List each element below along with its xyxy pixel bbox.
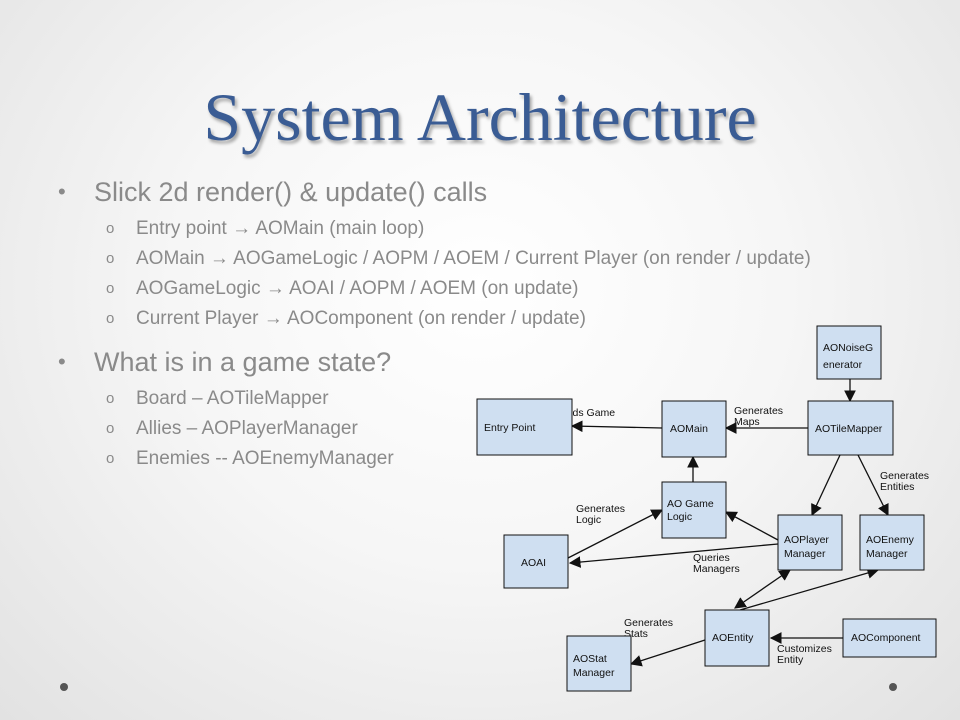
sub-bullet-enemies: o Enemies -- AOEnemyManager [56,446,888,472]
sub-bullet-circle: o [106,250,115,267]
sub-bullet-text: Board – AOTileMapper [136,388,329,409]
sub-bullet-text: Current Player → AOComponent (on render … [136,308,586,329]
sub-bullet-text: Allies – AOPlayerManager [136,418,358,439]
svg-text:AO GameLogic: AO GameLogic [667,498,714,523]
corner-dot-left [60,683,68,691]
sub-bullet-circle: o [106,390,115,407]
bullet-game-state: • What is in a game state? [56,342,906,382]
sub-bullet-circle: o [106,280,115,297]
edge-player-entity [734,569,791,609]
svg-text:AOComponent: AOComponent [851,632,921,644]
node-entry-point: Entry Point [476,398,573,456]
sub-bullet-circle: o [106,420,115,437]
svg-text:AOEntity: AOEntity [712,632,754,644]
svg-text:AOEnemyManager: AOEnemyManager [866,534,915,560]
edge-tilemapper-to-enemy [857,454,889,517]
bullet-text: Slick 2d render() & update() calls [94,177,488,207]
node-aocomponent: AOComponent [842,618,937,658]
svg-text:AOMain: AOMain [670,423,708,435]
svg-text:Entry Point: Entry Point [484,422,535,434]
sub-bullet-entry-point: o Entry point → AOMain (main loop) [56,216,888,242]
sub-bullet-text: AOMain → AOGameLogic / AOPM / AOEM / Cur… [136,248,811,269]
corner-dot-right [889,683,897,691]
sub-bullet-aomain: o AOMain → AOGameLogic / AOPM / AOEM / C… [56,246,888,272]
svg-text:AOPlayerManager: AOPlayerManager [784,534,829,560]
slide-title: System Architecture [203,79,757,155]
sub-bullet-text: Entry point → AOMain (main loop) [136,218,425,239]
sub-bullet-aogamelogic: o AOGameLogic → AOAI / AOPM / AOEM (on u… [56,276,888,302]
edge-main-to-entry [570,420,663,433]
sub-bullet-text: Enemies -- AOEnemyManager [136,448,394,469]
svg-text:AOAI: AOAI [521,557,546,569]
bullet-dot: • [58,179,66,204]
node-aotilemapper: AOTileMapper [807,400,894,456]
sub-bullet-text: AOGameLogic → AOAI / AOPM / AOEM (on upd… [136,278,579,299]
sub-bullet-circle: o [106,310,115,327]
edge-entity-to-stat [629,639,706,667]
node-aoai: AOAI [503,534,569,589]
edge-tilemapper-to-player [811,454,841,517]
node-aomain: AOMain [661,400,727,458]
sub-bullet-allies: o Allies – AOPlayerManager [56,416,888,442]
edge-player-to-ai [568,543,779,568]
sub-bullet-current-player: o Current Player → AOComponent (on rende… [56,306,888,332]
bullet-list: • Slick 2d render() & update() calls o E… [56,172,906,476]
edge-ai-to-gamelogic [567,509,664,559]
edge-entity-to-enemy [739,567,880,611]
bullet-render-update: • Slick 2d render() & update() calls [56,172,906,212]
node-aoentity: AOEntity [704,609,770,667]
svg-text:AOTileMapper: AOTileMapper [815,423,883,435]
bullet-text: What is in a game state? [94,347,392,377]
bullet-dot: • [58,349,66,374]
sub-bullet-circle: o [106,220,115,237]
edge-player-to-gamelogic [724,511,779,541]
sub-bullet-circle: o [106,450,115,467]
sub-bullet-board: o Board – AOTileMapper [56,386,888,412]
